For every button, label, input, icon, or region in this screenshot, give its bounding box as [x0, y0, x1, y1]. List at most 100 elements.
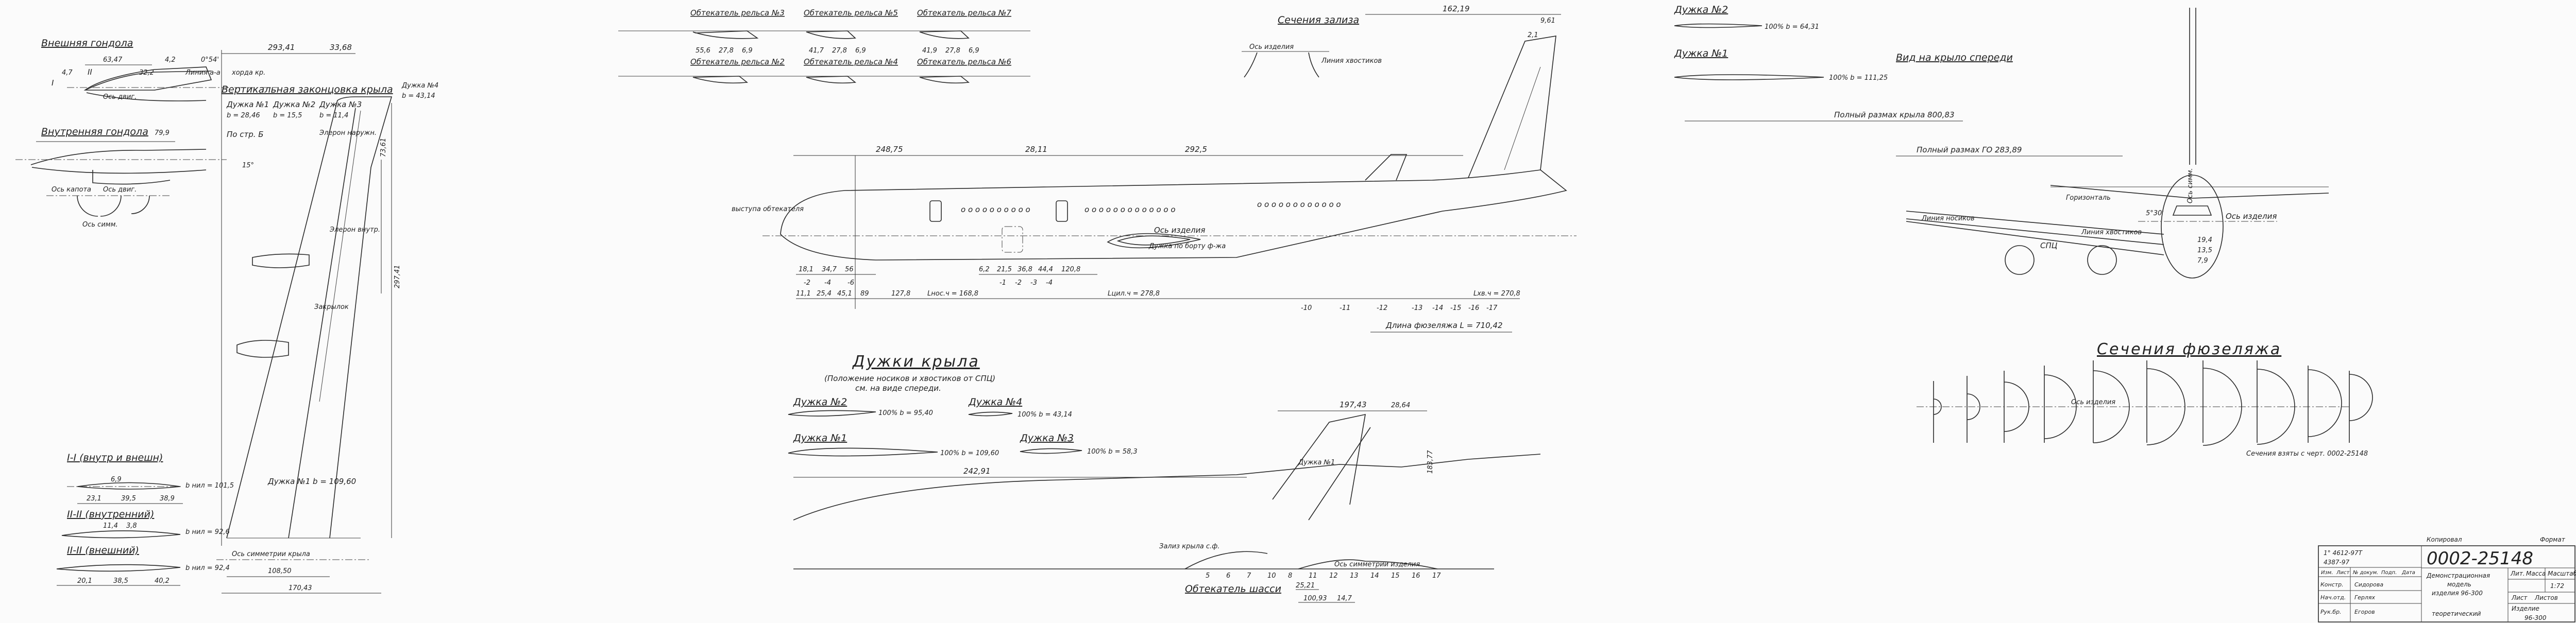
section-3-title: II-II (внешний) — [67, 545, 139, 556]
tail-length: Lхв.ч = 270,8 — [1473, 290, 1520, 298]
frame-marker: -15 — [1450, 304, 1461, 312]
wing-tip-chord-1: b = 28,46 — [227, 112, 260, 119]
gear-fairing-label: Обтекатель шасси — [1185, 583, 1281, 595]
label-angle: 0°54' — [201, 56, 219, 64]
front-view: Вид на крыло спереди Полный размах крыла… — [1685, 8, 2329, 279]
fillet-tail-line: Линия хвостиков — [1321, 57, 1382, 65]
dim-38-9: 38,9 — [160, 495, 175, 503]
label-line-aa: Линия a-a — [185, 69, 221, 77]
section-3-chord: b нил = 92,4 — [185, 564, 230, 572]
label-section-II: II — [88, 67, 92, 77]
frame-marker: -2 — [804, 279, 810, 287]
dim-21-5: 21,5 — [997, 266, 1012, 273]
rail-fairing-6-title: Обтекатель рельса №6 — [917, 57, 1011, 66]
name-team-lead: Егоров — [2354, 609, 2375, 615]
front-sym-label: Ось симм. — [2187, 168, 2194, 203]
col-header: № докум. — [2352, 570, 2378, 576]
station-number: 8 — [1288, 572, 1292, 580]
angle-15: 15° — [242, 162, 254, 169]
dim-197-43: 197,43 — [1340, 400, 1367, 409]
name-constructor: Сидорова — [2354, 581, 2383, 588]
dim-6-9: 6,9 — [111, 476, 122, 483]
fuselage-side-view: 248,75 28,11 292,5 162,19 9,61 2,1 Ось и… — [732, 4, 1577, 333]
role-team-lead: Рук.бр. — [2320, 609, 2342, 615]
dim-9-61: 9,61 — [1540, 17, 1555, 25]
dim-63-47: 63,47 — [103, 56, 123, 64]
station-number: 11 — [1309, 572, 1317, 580]
dim-11-4: 11,4 — [103, 522, 118, 530]
dim-11-1: 11,1 — [796, 290, 811, 298]
product-value: 96-300 — [2524, 614, 2547, 621]
front-dim-1: 19,4 — [2197, 236, 2212, 244]
spc-label: СПЦ — [2040, 241, 2058, 250]
station-number: 6 — [1226, 572, 1230, 580]
title-block: Копировал Формат 0002-25148 Демонстрацио… — [2318, 536, 2576, 622]
section-2-title: II-II (внутренний) — [67, 509, 154, 520]
dim-40-2: 40,2 — [155, 577, 170, 585]
wing-tip-chord-3: b = 11,4 — [319, 112, 348, 119]
dim-45-1: 45,1 — [837, 290, 852, 298]
dim-242-91: 242,91 — [963, 466, 991, 476]
trailing-line-label: Линия хвостиков — [2081, 229, 2142, 236]
dim-4-2: 4,2 — [165, 56, 176, 64]
section-1-title: I-I (внутр и внешн) — [67, 452, 163, 463]
frame-marker: -3 — [1030, 279, 1037, 287]
station-numbers: 5 6 7 10 8 11 12 13 14 15 16 17 — [1206, 572, 1441, 580]
dim-20-1: 20,1 — [77, 577, 92, 585]
revision-2: 4387-97 — [2324, 559, 2350, 566]
fuselage-axis-label: Ось изделия — [1154, 226, 1205, 235]
front-dim-3: 7,9 — [2197, 257, 2208, 265]
rail-fairing-5-title: Обтекатель рельса №5 — [804, 8, 898, 18]
dim-6-9-b: 6,9 — [855, 47, 866, 55]
frame-marker: -16 — [1468, 304, 1479, 312]
root-airfoil-label: Дужка №1 b = 109,60 — [267, 477, 356, 486]
frame-marker: -14 — [1432, 304, 1443, 312]
label-section-I: I — [52, 78, 54, 88]
dim-23-1: 23,1 — [87, 495, 101, 503]
rail-fairing-2-title: Обтекатель рельса №2 — [690, 57, 785, 66]
col-header: Изм. — [2321, 570, 2333, 576]
dim-39-5: 39,5 — [121, 495, 136, 503]
dim-28-64: 28,64 — [1391, 402, 1410, 409]
col-header: Лист — [2336, 570, 2350, 576]
dim-36-8: 36,8 — [1018, 266, 1032, 273]
dim-4-7: 4,7 — [62, 69, 73, 77]
frame-marker: -10 — [1301, 304, 1312, 312]
side-view-bottom: 242,91 197,43 28,64 Дужка №1 183,77 Зали… — [793, 400, 1541, 603]
station-number: 17 — [1432, 572, 1441, 580]
dim-18-1: 18,1 — [799, 266, 814, 273]
stabilizer-airfoils: Дужка №2 100% b = 64,31 Дужка №1 100% b … — [1674, 4, 1888, 82]
wing-fillet-label: Зализ крыла с.ф. — [1159, 543, 1219, 550]
frame-marker: -4 — [1046, 279, 1053, 287]
doc-name-2: модель — [2447, 581, 2471, 588]
dim-41-9: 41,9 — [922, 47, 937, 55]
mass-label: Масса — [2526, 570, 2546, 577]
dim-38-5: 38,5 — [113, 577, 128, 585]
doc-name-3: изделия 96-300 — [2432, 590, 2483, 597]
stab-airfoil-1-chord: 100% b = 111,25 — [1829, 74, 1888, 82]
nacelle-airfoil-sections: I-I (внутр и внешн) b нил = 101,5 6,9 23… — [56, 452, 234, 586]
dim-27-8-c: 27,8 — [945, 47, 960, 55]
dim-162-19: 162,19 — [1443, 4, 1470, 13]
doc-name-1: Демонстрационная — [2426, 572, 2490, 579]
nose-length: Lнос.ч = 168,8 — [927, 290, 978, 298]
svg-text:o o o o o o o o o o: o o o o o o o o o o — [961, 205, 1030, 214]
label-sym-axis: Ось симм. — [82, 221, 118, 229]
label-chord: хорда кр. — [231, 69, 265, 77]
dim-89: 89 — [860, 290, 869, 298]
wing-airfoils-subtitle-1: (Положение носиков и хвостиков от СПЦ) — [824, 374, 995, 383]
flap-label: Закрылок — [314, 303, 349, 311]
ho-span-label: Полный размах ГО 283,89 — [1917, 145, 2022, 154]
fillet-sections-title: Сечения зализа — [1278, 14, 1359, 26]
frame-marker: -17 — [1486, 304, 1498, 312]
airfoil-4-title: Дужка №4 — [968, 396, 1022, 408]
cyl-length: Lцил.ч = 278,8 — [1108, 290, 1160, 298]
dim-120-8: 120,8 — [1061, 266, 1080, 273]
dim-6-9-c: 6,9 — [969, 47, 979, 55]
lit-label: Лит. — [2510, 570, 2525, 577]
fillet-axis-label: Ось изделия — [1249, 43, 1294, 51]
revision-1: 1° 4612-97Т — [2324, 549, 2363, 557]
sheets-label: Листов — [2534, 594, 2558, 601]
dim-73-61: 73,61 — [380, 138, 387, 157]
